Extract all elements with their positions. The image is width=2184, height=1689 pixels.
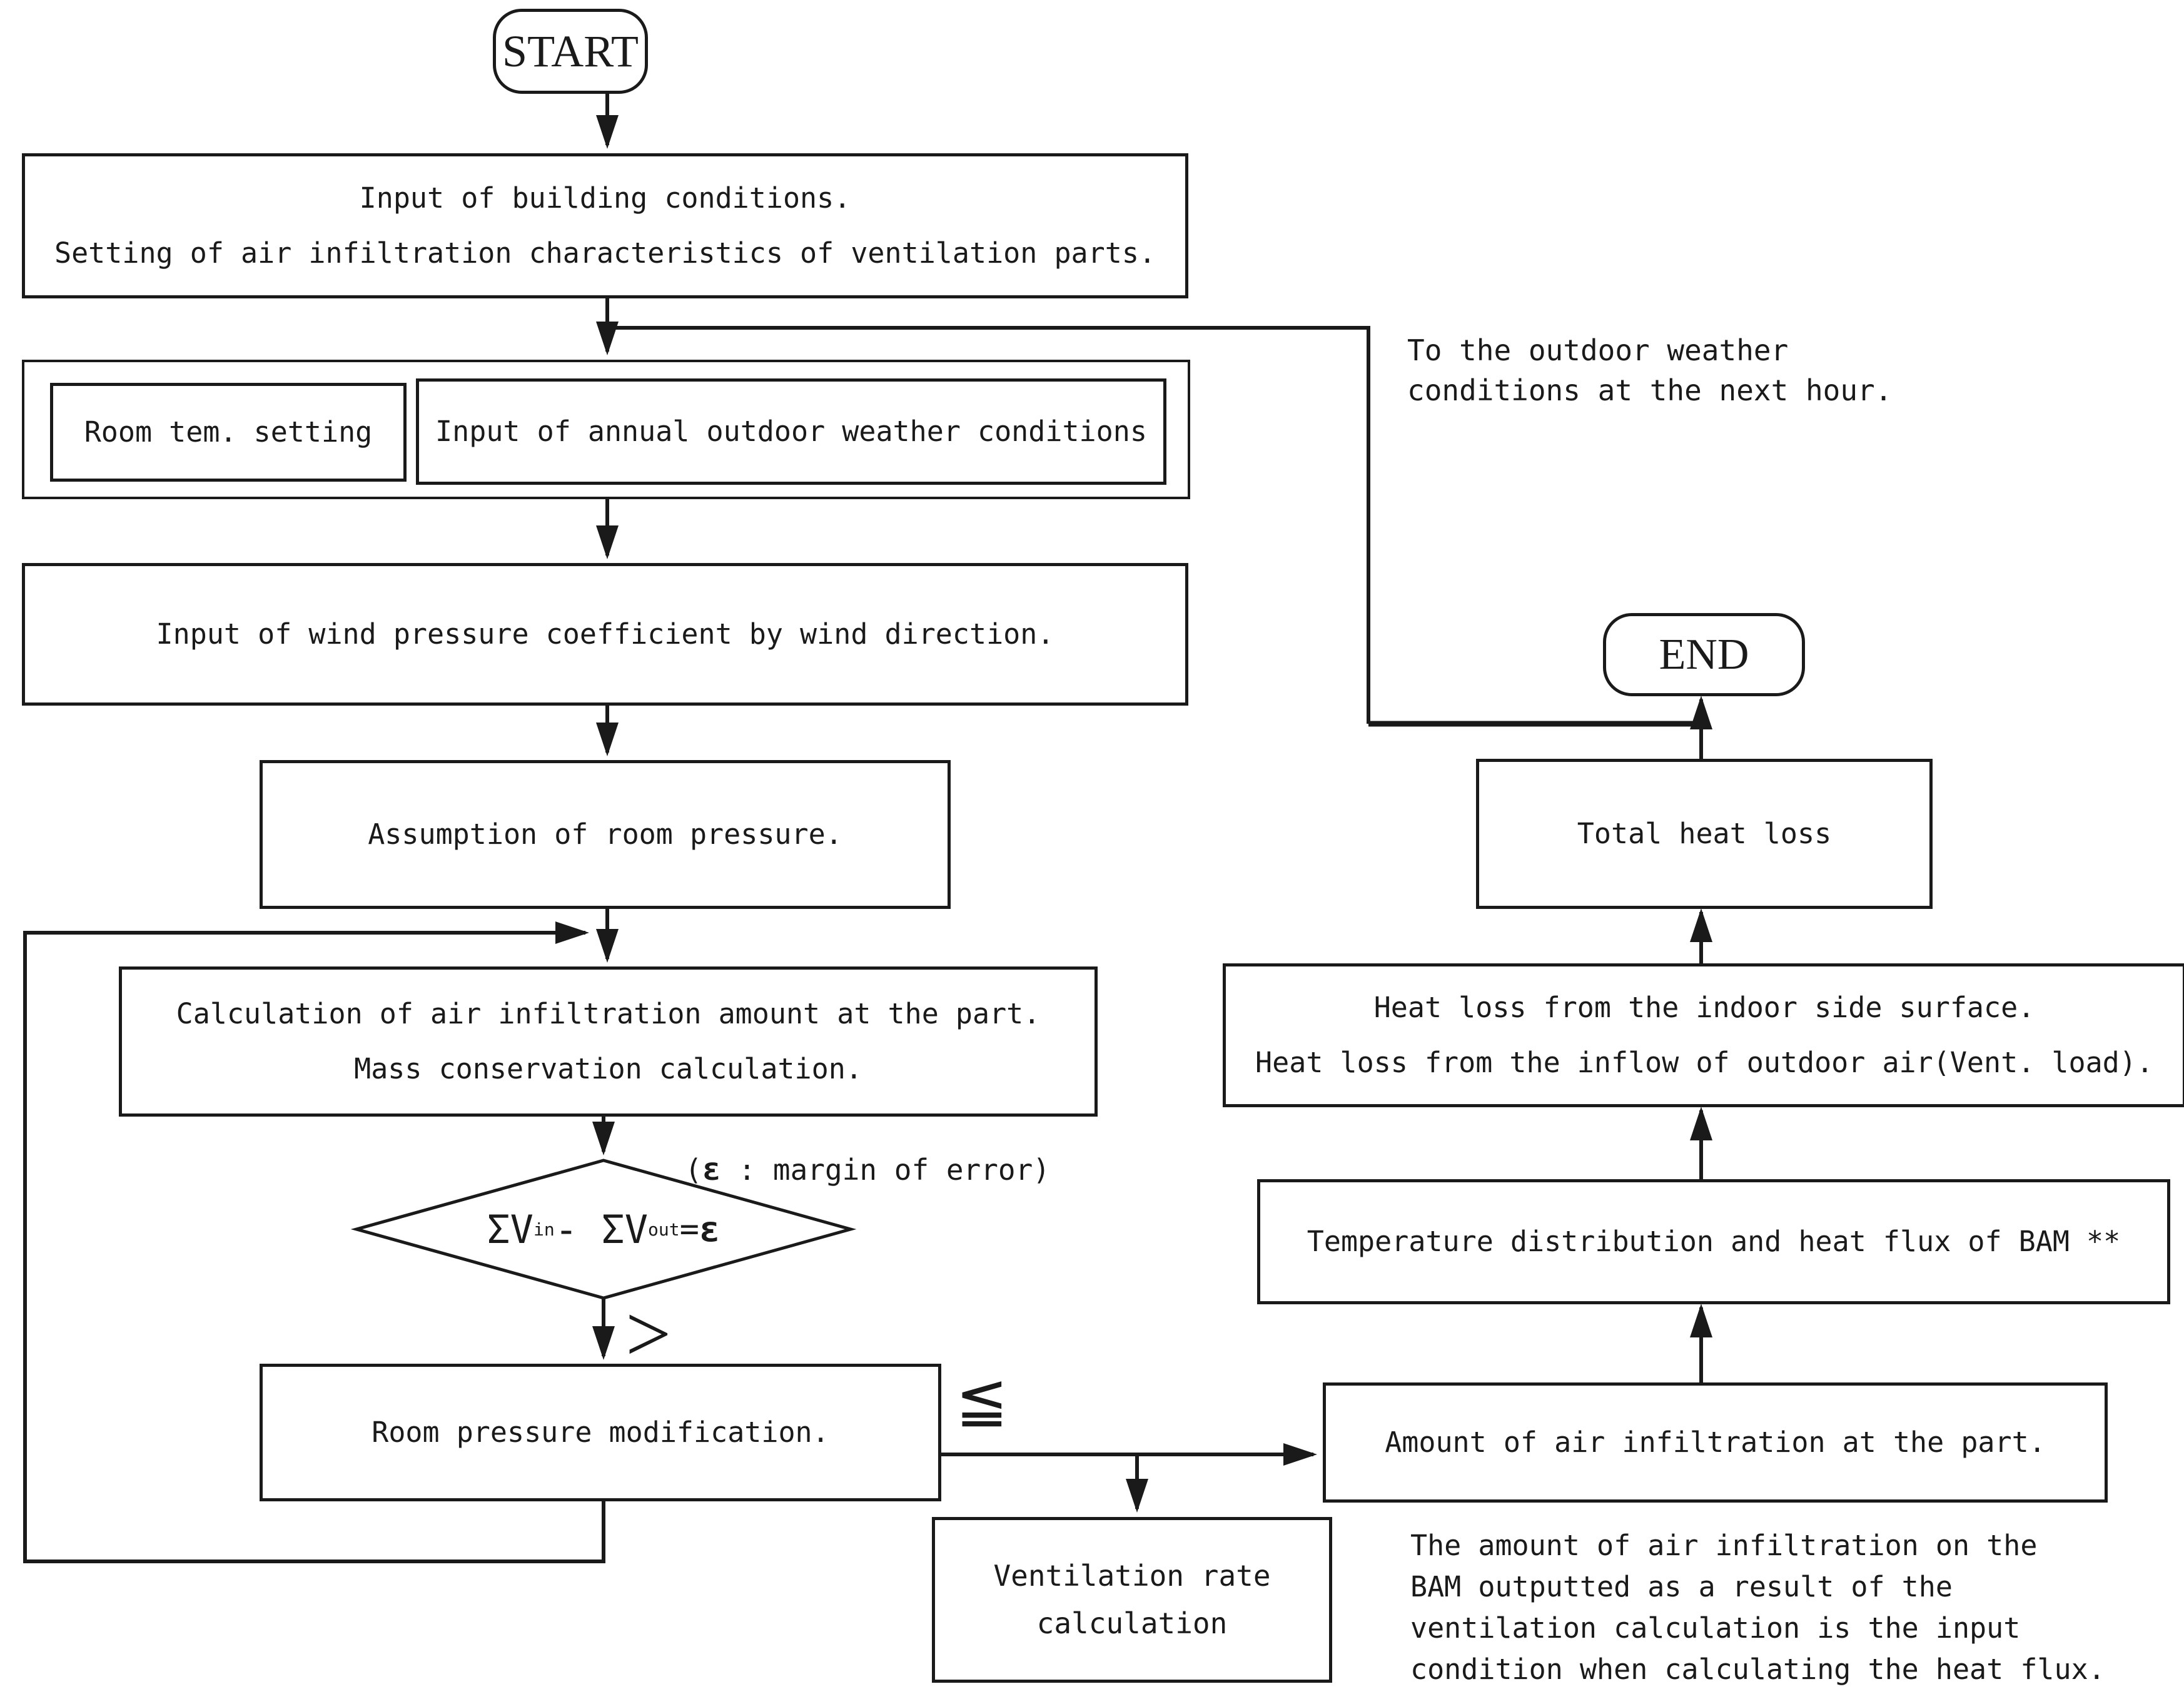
process-temperature-distribution: Temperature distribution and heat flux o…: [1257, 1179, 2170, 1304]
process-room-modification-label: Room pressure modification.: [372, 1416, 829, 1449]
process-room-modification: Room pressure modification.: [260, 1364, 941, 1501]
process-amount-infiltration: Amount of air infiltration at the part.: [1323, 1382, 2108, 1503]
process-input-building: Input of building conditions. Setting of…: [22, 153, 1188, 298]
bam-note-line2: BAM outputted as a result of the: [1410, 1570, 1953, 1603]
process-annual-weather-label: Input of annual outdoor weather conditio…: [435, 415, 1147, 449]
process-wind-pressure-label: Input of wind pressure coefficient by wi…: [156, 617, 1054, 651]
process-assumption-label: Assumption of room pressure.: [368, 818, 842, 851]
epsilon-note: (ε : margin of error): [685, 1151, 1050, 1187]
next-hour-note-line2: conditions at the next hour.: [1407, 373, 1893, 407]
greater-than-symbol: >: [625, 1289, 672, 1379]
process-temperature-distribution-label: Temperature distribution and heat flux o…: [1307, 1225, 2121, 1259]
bam-note-line3: ventilation calculation is the input: [1410, 1611, 2021, 1645]
epsilon-note-rest: : margin of error): [720, 1153, 1051, 1187]
process-heat-loss: Heat loss from the indoor side surface. …: [1223, 963, 2184, 1107]
process-calculation-line2: Mass conservation calculation.: [354, 1052, 862, 1085]
greater-than-label: >: [625, 1294, 671, 1375]
epsilon-note-open: (: [685, 1153, 702, 1187]
less-equal-symbol: ≦: [956, 1363, 1008, 1436]
start-label: START: [502, 26, 639, 76]
epsilon-note-eps: ε: [702, 1151, 721, 1187]
process-calculation: Calculation of air infiltration amount a…: [119, 966, 1098, 1117]
loop-roommod-to-calculation: [23, 921, 605, 1563]
process-input-building-line1: Input of building conditions.: [359, 181, 851, 215]
decision-formula-p2: - ΣV: [554, 1206, 649, 1252]
bam-note: The amount of air infiltration on the BA…: [1410, 1525, 2105, 1689]
process-total-heat-loss-label: Total heat loss: [1577, 817, 1832, 851]
process-heat-loss-line2: Heat loss from the inflow of outdoor air…: [1255, 1046, 2153, 1079]
decision-formula-epsilon: ε: [699, 1209, 720, 1250]
process-input-building-line2: Setting of air infiltration characterist…: [54, 236, 1156, 270]
decision-formula-p3: =: [679, 1210, 699, 1248]
process-calculation-line1: Calculation of air infiltration amount a…: [176, 997, 1041, 1031]
next-hour-note: To the outdoor weather conditions at the…: [1407, 330, 1892, 410]
bam-note-line4: condition when calculating the heat flux…: [1410, 1653, 2105, 1686]
decision-formula-p1: ΣV: [487, 1206, 533, 1252]
less-equal-label: ≦: [956, 1369, 1008, 1431]
process-ventilation-rate-line2: calculation: [1036, 1606, 1228, 1640]
decision-diamond: [350, 1159, 857, 1300]
process-room-temp-label: Room tem. setting: [84, 415, 373, 449]
bam-note-line1: The amount of air infiltration on the: [1410, 1529, 2038, 1562]
decision-formula-sub2: out: [648, 1219, 680, 1240]
feedback-next-hour-line: [607, 326, 1370, 724]
terminator-start: START: [493, 9, 648, 94]
terminator-end: END: [1603, 613, 1805, 696]
process-ventilation-rate-line1: Ventilation rate: [993, 1558, 1271, 1593]
decision-formula-sub1: in: [533, 1219, 555, 1240]
process-amount-infiltration-label: Amount of air infiltration at the part.: [1385, 1426, 2046, 1459]
next-hour-note-line1: To the outdoor weather: [1407, 333, 1789, 367]
process-annual-weather: Input of annual outdoor weather conditio…: [416, 378, 1166, 485]
process-ventilation-rate: Ventilation rate calculation: [932, 1517, 1332, 1683]
end-label: END: [1659, 630, 1749, 679]
process-heat-loss-line1: Heat loss from the indoor side surface.: [1373, 991, 2035, 1025]
process-assumption: Assumption of room pressure.: [260, 760, 951, 909]
process-room-temp-setting: Room tem. setting: [50, 383, 407, 482]
process-wind-pressure: Input of wind pressure coefficient by wi…: [22, 563, 1188, 706]
process-total-heat-loss: Total heat loss: [1476, 759, 1933, 909]
